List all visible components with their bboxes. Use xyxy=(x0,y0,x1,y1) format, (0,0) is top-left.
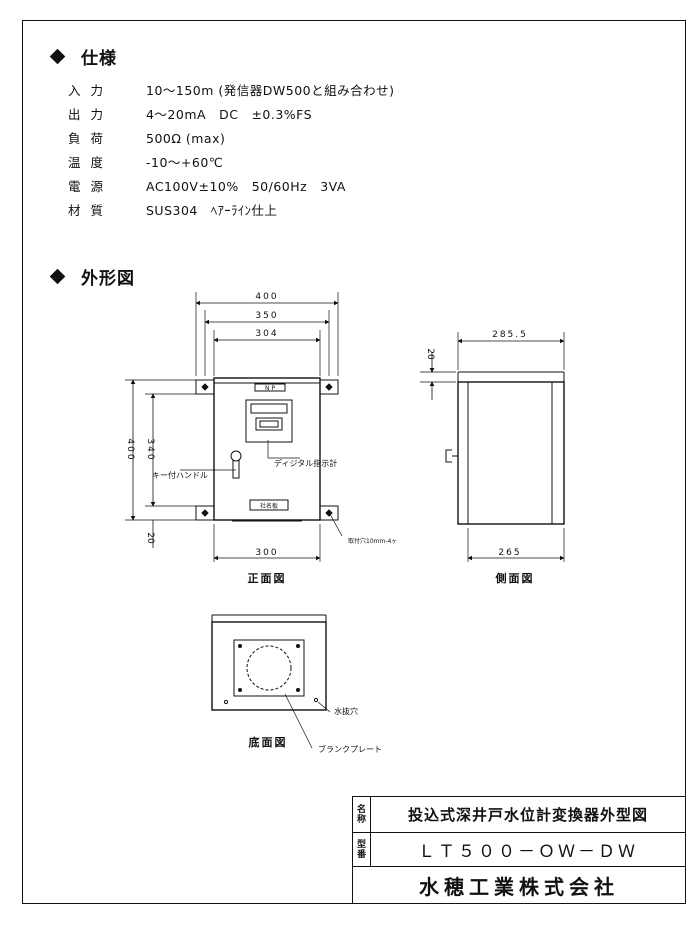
drain-hole-label: 水抜穴 xyxy=(334,706,358,716)
spec-value: 4～20mA DC ±0.3%FS xyxy=(146,107,313,122)
outline-heading: 外形図 xyxy=(49,264,135,289)
side-handle-icon xyxy=(445,449,452,463)
mount-tab xyxy=(319,379,339,395)
spec-row-load: 負荷 500Ω (max) xyxy=(68,130,225,148)
nameplate-label: 社名板 xyxy=(260,502,278,510)
outline-heading-text: 外形図 xyxy=(81,269,135,289)
spec-value: -10～+60℃ xyxy=(146,155,224,170)
spec-label: 入力 xyxy=(68,83,114,98)
mount-hole-label: 取付穴10mm-4ヶ xyxy=(348,537,397,545)
front-enclosure xyxy=(213,377,321,521)
spec-label: 電源 xyxy=(68,179,114,194)
model-number: ＬＴ５００－ＯＷ－ＤＷ xyxy=(371,833,685,867)
spec-value: 10～150m (発信器DW500と組み合わせ) xyxy=(146,83,395,98)
dim-top-20: 20 xyxy=(425,348,435,360)
spec-row-temperature: 温度 -10～+60℃ xyxy=(68,154,223,172)
spec-heading-text: 仕様 xyxy=(81,49,117,69)
key-handle-icon xyxy=(230,450,242,462)
front-view-title: 正面図 xyxy=(248,571,287,585)
key-handle-label: キー付ハンドル xyxy=(152,470,208,480)
mount-tab xyxy=(319,505,339,521)
dim-depth-285: 285.5 xyxy=(492,330,528,340)
bottom-view-title: 底面図 xyxy=(249,735,288,749)
spec-row-input: 入力 10～150m (発信器DW500と組み合わせ) xyxy=(68,82,395,100)
digital-meter-label: ディジタル指示計 xyxy=(274,458,337,468)
drain-hole-icon xyxy=(223,699,229,705)
mount-tab xyxy=(195,379,215,395)
side-enclosure xyxy=(457,381,565,525)
spec-row-output: 出力 4～20mA DC ±0.3%FS xyxy=(68,106,312,124)
spec-label: 材質 xyxy=(68,203,114,218)
spec-label: 負荷 xyxy=(68,131,114,146)
spec-row-power: 電源 AC100V±10% 50/60Hz 3VA xyxy=(68,178,346,196)
name-key-cell: 名称 xyxy=(353,797,371,833)
name-key: 名称 xyxy=(356,804,366,825)
dim-height-20: 20 xyxy=(145,532,155,544)
blank-plate xyxy=(233,639,305,697)
dim-height-400: 400 xyxy=(125,438,135,461)
np-plate xyxy=(254,383,286,392)
spec-value: AC100V±10% 50/60Hz 3VA xyxy=(146,179,346,194)
dim-width-304: 304 xyxy=(255,329,278,339)
bottom-enclosure xyxy=(211,621,327,711)
side-view xyxy=(420,332,565,562)
cutout-circle xyxy=(246,645,292,691)
spec-heading: 仕様 xyxy=(49,44,117,69)
spec-value: SUS304 ﾍｱｰﾗｲﾝ仕上 xyxy=(146,203,278,218)
spec-value: 500Ω (max) xyxy=(146,131,226,146)
drawing-name: 投込式深井戸水位計変換器外型図 xyxy=(371,797,685,833)
digital-meter-window xyxy=(245,399,293,443)
title-block: 名称 投込式深井戸水位計変換器外型図 型番 ＬＴ５００－ＯＷ－ＤＷ 水穂工業株式… xyxy=(352,796,686,904)
dim-width-300: 300 xyxy=(255,548,278,558)
dim-width-350: 350 xyxy=(255,311,278,321)
model-key-cell: 型番 xyxy=(353,833,371,867)
blank-plate-label: ブランクプレート xyxy=(318,744,382,754)
front-view xyxy=(125,292,343,562)
model-key: 型番 xyxy=(356,839,366,860)
company-nameplate xyxy=(249,499,289,511)
dim-depth-265: 265 xyxy=(498,548,521,558)
side-view-title: 側面図 xyxy=(495,571,535,585)
dim-width-400: 400 xyxy=(255,292,278,302)
dim-height-340: 340 xyxy=(145,438,155,461)
spec-row-material: 材質 SUS304 ﾍｱｰﾗｲﾝ仕上 xyxy=(68,202,277,220)
spec-label: 出力 xyxy=(68,107,114,122)
company-name: 水穂工業株式会社 xyxy=(419,874,619,899)
bottom-view xyxy=(211,614,331,749)
np-label: N P xyxy=(265,385,275,392)
spec-label: 温度 xyxy=(68,155,114,170)
